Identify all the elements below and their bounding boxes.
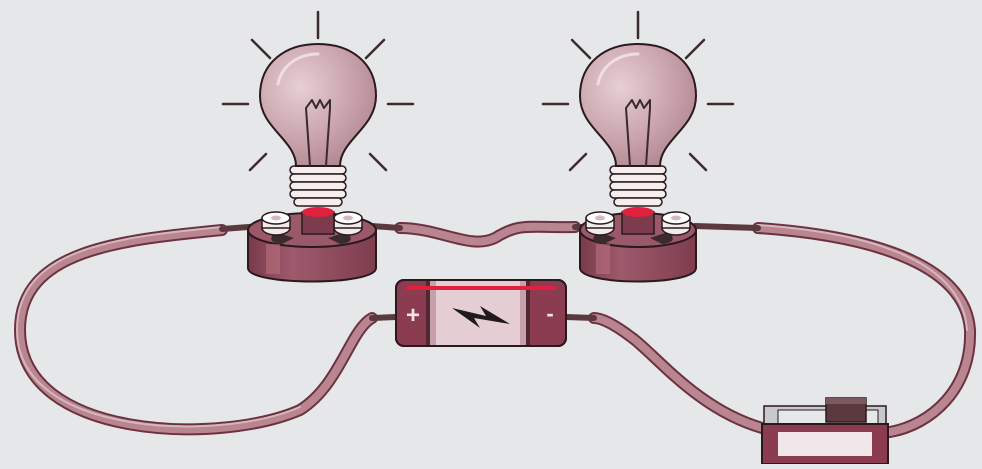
battery: + - [395,279,567,347]
bulb-filament [305,99,331,167]
lightning-bolt-icon [452,306,510,328]
bulb-filament [625,99,651,167]
wires [13,220,977,438]
light-rays [221,10,415,172]
battery-plus-label: + [406,302,420,329]
light-rays [541,10,735,172]
light-bulb-left [221,10,415,283]
bulb-screw-threads [609,165,667,207]
switch[interactable] [761,397,889,465]
bulb-screw-threads [289,165,347,207]
light-bulb-right [541,10,735,283]
wire-switch-to-battery [588,312,768,434]
bulb-socket-base [247,207,377,283]
battery-minus-label: - [546,301,553,326]
bulb-socket-base [579,207,697,283]
